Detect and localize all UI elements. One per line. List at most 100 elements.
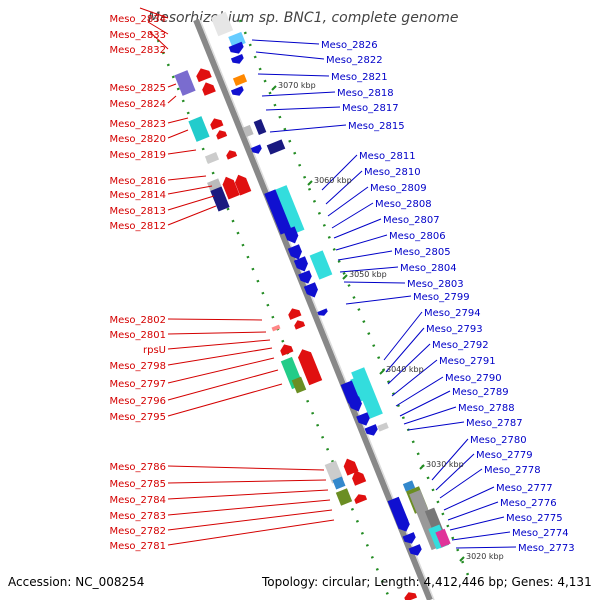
left-leader-line xyxy=(167,509,333,531)
left-gene-label: Meso_2832 xyxy=(109,45,166,56)
gene-arrow xyxy=(404,592,418,600)
left-gene-label: Meso_2833 xyxy=(109,30,166,41)
left-gene-label: Meso_2783 xyxy=(109,511,166,522)
right-gene-label: Meso_2821 xyxy=(331,72,388,83)
gene-arrow xyxy=(230,86,244,96)
right-leader-line xyxy=(261,91,336,97)
gene-arrow xyxy=(352,470,367,486)
gene-block xyxy=(377,422,389,432)
right-leader-line xyxy=(399,390,451,417)
left-gene-label: Meso_2824 xyxy=(109,99,166,110)
right-leader-line xyxy=(337,250,393,261)
gene-block xyxy=(335,488,353,506)
left-leader-line xyxy=(149,31,169,50)
right-gene-label: Meso_2779 xyxy=(476,450,533,461)
right-gene-label: Meso_2822 xyxy=(326,55,383,66)
gene-arrow xyxy=(216,130,228,140)
gene-block xyxy=(340,380,360,404)
gene-arrow xyxy=(408,544,422,556)
gene-block xyxy=(266,139,286,155)
gene-arrow xyxy=(396,518,410,532)
right-leader-line xyxy=(255,51,325,60)
left-leader-line xyxy=(167,149,197,155)
right-leader-line xyxy=(431,438,469,481)
left-leader-line xyxy=(167,205,217,226)
kbp-tick xyxy=(271,85,277,91)
right-leader-line xyxy=(435,453,475,491)
kbp-marker-label: 3030 kbp xyxy=(426,460,464,469)
right-leader-line xyxy=(325,170,363,205)
right-leader-line xyxy=(443,486,495,511)
genes-label: Genes: xyxy=(511,575,554,589)
left-leader-line xyxy=(147,21,169,35)
kbp-marker-label: 3050 kbp xyxy=(349,270,387,279)
left-leader-line xyxy=(167,339,271,350)
gene-arrow xyxy=(317,308,328,316)
right-gene-label: Meso_2804 xyxy=(400,263,457,274)
left-leader-line xyxy=(167,117,189,124)
left-leader-line xyxy=(167,519,335,546)
gene-arrow xyxy=(293,256,308,272)
right-gene-label: Meso_2792 xyxy=(432,340,489,351)
right-gene-label: Meso_2790 xyxy=(445,373,502,384)
gene-block xyxy=(402,480,416,492)
gene-arrow xyxy=(354,494,368,504)
right-leader-line xyxy=(451,531,511,541)
right-gene-label: Meso_2810 xyxy=(364,167,421,178)
gene-block xyxy=(351,367,383,419)
left-leader-line xyxy=(167,175,207,181)
gene-block xyxy=(435,528,451,548)
right-gene-label: Meso_2799 xyxy=(413,292,470,303)
accession-label: Accession: xyxy=(8,575,72,589)
left-gene-label: Meso_2798 xyxy=(109,361,166,372)
left-leader-line xyxy=(167,347,273,366)
gene-features xyxy=(174,11,451,600)
topology-row: Topology: circular; Length: 4,412,446 bp… xyxy=(262,575,592,589)
left-gene-label: Meso_2802 xyxy=(109,315,166,326)
gene-block xyxy=(253,119,267,135)
kbp-tick xyxy=(379,369,385,375)
length-value: 4,412,446 bp; xyxy=(423,575,508,589)
gene-arrow xyxy=(288,308,302,320)
right-gene-label: Meso_2826 xyxy=(321,40,378,51)
gene-block xyxy=(291,376,307,394)
gene-block xyxy=(309,250,333,280)
left-leader-line xyxy=(167,195,215,211)
gene-block xyxy=(174,70,196,96)
right-gene-label: Meso_2774 xyxy=(512,528,569,539)
gene-block xyxy=(264,189,292,235)
right-gene-label: Meso_2777 xyxy=(496,483,553,494)
right-gene-label: Meso_2793 xyxy=(426,324,483,335)
kbp-tick xyxy=(459,556,465,562)
right-leader-line xyxy=(343,281,406,284)
gene-block xyxy=(332,476,346,490)
gene-block xyxy=(242,124,254,138)
right-leader-line xyxy=(387,343,431,385)
right-gene-label: Meso_2818 xyxy=(337,88,394,99)
gene-arrow xyxy=(356,412,370,426)
gene-block xyxy=(204,152,220,164)
kbp-tick xyxy=(307,180,313,186)
left-leader-line xyxy=(167,383,283,417)
right-leader-line xyxy=(439,468,483,499)
gene-arrow xyxy=(250,144,262,154)
right-leader-line xyxy=(339,266,399,273)
gene-block xyxy=(188,116,210,142)
left-leader-line xyxy=(139,7,169,19)
right-gene-label: Meso_2794 xyxy=(424,308,481,319)
accession-row: Accession: NC_008254 xyxy=(8,575,144,589)
kbp-marker-label: 3070 kbp xyxy=(278,81,316,90)
accession-value: NC_008254 xyxy=(75,575,145,589)
gene-arrow xyxy=(210,118,224,130)
gene-block xyxy=(273,185,305,235)
gene-arrow xyxy=(226,150,238,160)
right-gene-label: Meso_2780 xyxy=(470,435,527,446)
kbp-marker-label: 3020 kbp xyxy=(466,552,504,561)
left-gene-label: Meso_2834 xyxy=(109,14,166,25)
right-leader-line xyxy=(383,311,423,361)
right-leader-line xyxy=(385,327,425,373)
right-gene-label: Meso_2803 xyxy=(407,279,464,290)
right-leader-line xyxy=(395,376,444,407)
left-gene-label: Meso_2786 xyxy=(109,462,166,473)
